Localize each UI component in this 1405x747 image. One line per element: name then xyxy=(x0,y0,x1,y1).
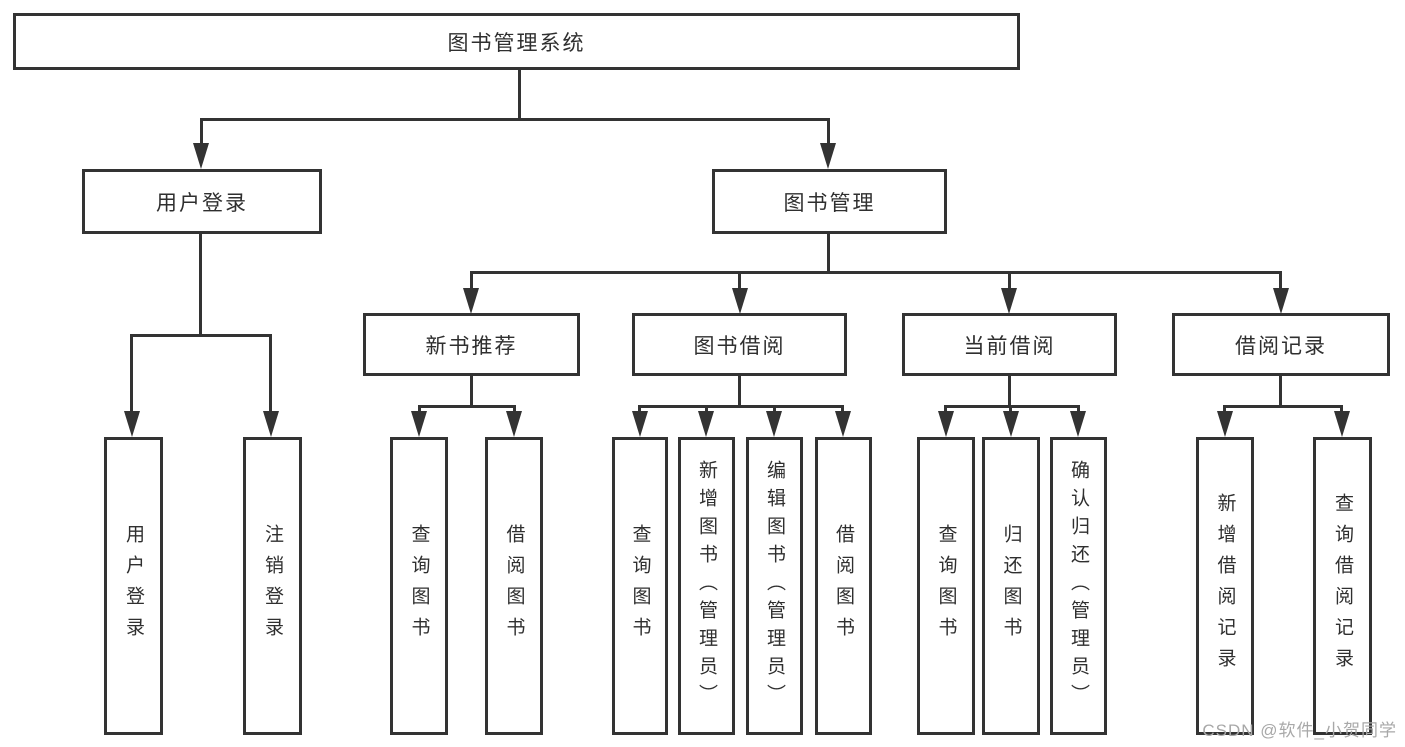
leaf-confirm-return-admin: 确认归还（管理员） xyxy=(1050,437,1107,735)
leaf-query-borrow-record-label: 查询借阅记录 xyxy=(1332,493,1353,679)
connector-rail xyxy=(1223,405,1343,408)
node-current-borrow-label: 当前借阅 xyxy=(963,334,1056,358)
arrowhead-icon xyxy=(1217,411,1233,437)
node-root: 图书管理系统 xyxy=(13,13,1020,70)
connector-rail xyxy=(638,405,844,408)
connector-stem xyxy=(470,376,473,408)
leaf-borrow-books-2-label: 借阅图书 xyxy=(833,524,854,648)
arrowhead-icon xyxy=(124,411,140,437)
connector-drop xyxy=(827,118,830,146)
leaf-user-login-label: 用户登录 xyxy=(123,524,144,648)
leaf-query-books-3: 查询图书 xyxy=(917,437,975,735)
node-borrow-records: 借阅记录 xyxy=(1172,313,1390,376)
connector-drop xyxy=(1077,405,1080,414)
arrowhead-icon xyxy=(938,411,954,437)
leaf-user-login: 用户登录 xyxy=(104,437,163,735)
connector-drop xyxy=(1340,405,1343,414)
leaf-borrow-books-1-label: 借阅图书 xyxy=(503,524,525,648)
arrowhead-icon xyxy=(766,411,782,437)
connector-root-stem xyxy=(518,68,521,121)
leaf-logout: 注销登录 xyxy=(243,437,302,735)
leaf-return-books-label: 归还图书 xyxy=(1000,524,1022,648)
node-book-management: 图书管理 xyxy=(712,169,947,234)
connector-drop xyxy=(773,405,776,414)
csdn-watermark: CSDN @软件_小贺同学 xyxy=(1202,721,1397,740)
leaf-add-books-admin-label: 新增图书（管理员） xyxy=(696,460,717,712)
connector-drop xyxy=(470,271,473,289)
connector-level3-rail xyxy=(470,271,1282,274)
arrowhead-icon xyxy=(632,411,648,437)
leaf-query-books-1: 查询图书 xyxy=(390,437,448,735)
arrowhead-icon xyxy=(835,411,851,437)
leaf-query-books-2: 查询图书 xyxy=(612,437,668,735)
connector-drop xyxy=(738,271,741,289)
connector-drop xyxy=(1279,271,1282,289)
leaf-query-books-2-label: 查询图书 xyxy=(629,524,651,648)
connector-drop xyxy=(944,405,947,414)
connector-drop xyxy=(269,334,272,414)
leaf-add-borrow-record: 新增借阅记录 xyxy=(1196,437,1254,735)
leaf-edit-books-admin-label: 编辑图书（管理员） xyxy=(764,460,785,712)
node-root-label: 图书管理系统 xyxy=(447,31,586,55)
arrowhead-icon xyxy=(506,411,522,437)
connector-drop xyxy=(1223,405,1226,414)
connector-drop xyxy=(130,334,133,414)
leaf-borrow-books-1: 借阅图书 xyxy=(485,437,543,735)
node-new-book-recommend-label: 新书推荐 xyxy=(425,334,518,358)
connector-user-login-stem xyxy=(199,234,202,336)
leaf-query-books-1-label: 查询图书 xyxy=(408,524,430,648)
leaf-logout-label: 注销登录 xyxy=(262,524,283,648)
node-book-management-label: 图书管理 xyxy=(783,191,876,215)
node-book-borrow-label: 图书借阅 xyxy=(693,334,786,358)
arrowhead-icon xyxy=(1334,411,1350,437)
leaf-query-borrow-record: 查询借阅记录 xyxy=(1313,437,1372,735)
connector-drop xyxy=(1009,405,1012,414)
connector-drop xyxy=(200,118,203,146)
leaf-borrow-books-2: 借阅图书 xyxy=(815,437,872,735)
connector-rail xyxy=(944,405,1080,408)
leaf-add-books-admin: 新增图书（管理员） xyxy=(678,437,735,735)
connector-drop xyxy=(418,405,421,414)
node-current-borrow: 当前借阅 xyxy=(902,313,1117,376)
node-user-login-label: 用户登录 xyxy=(156,191,248,215)
connector-level2-rail xyxy=(200,118,830,121)
leaf-edit-books-admin: 编辑图书（管理员） xyxy=(746,437,803,735)
arrowhead-icon xyxy=(193,143,209,169)
arrowhead-icon xyxy=(463,288,479,314)
leaf-return-books: 归还图书 xyxy=(982,437,1040,735)
arrowhead-icon xyxy=(263,411,279,437)
connector-rail xyxy=(418,405,516,408)
arrowhead-icon xyxy=(732,288,748,314)
node-new-book-recommend: 新书推荐 xyxy=(363,313,580,376)
connector-stem xyxy=(1008,376,1011,408)
connector-stem xyxy=(738,376,741,408)
connector-book-management-stem xyxy=(827,234,830,274)
connector-stem xyxy=(1279,376,1282,408)
node-borrow-records-label: 借阅记录 xyxy=(1235,334,1327,358)
leaf-add-borrow-record-label: 新增借阅记录 xyxy=(1214,493,1236,679)
arrowhead-icon xyxy=(1001,288,1017,314)
connector-user-login-rail xyxy=(130,334,272,337)
leaf-query-books-3-label: 查询图书 xyxy=(935,524,957,648)
node-user-login: 用户登录 xyxy=(82,169,322,234)
arrowhead-icon xyxy=(411,411,427,437)
arrowhead-icon xyxy=(1070,411,1086,437)
arrowhead-icon xyxy=(1003,411,1019,437)
arrowhead-icon xyxy=(1273,288,1289,314)
connector-drop xyxy=(841,405,844,414)
connector-drop xyxy=(513,405,516,414)
connector-drop xyxy=(638,405,641,414)
leaf-confirm-return-admin-label: 确认归还（管理员） xyxy=(1068,460,1089,712)
arrowhead-icon xyxy=(820,143,836,169)
arrowhead-icon xyxy=(698,411,714,437)
connector-drop xyxy=(705,405,708,414)
node-book-borrow: 图书借阅 xyxy=(632,313,847,376)
connector-drop xyxy=(1008,271,1011,289)
